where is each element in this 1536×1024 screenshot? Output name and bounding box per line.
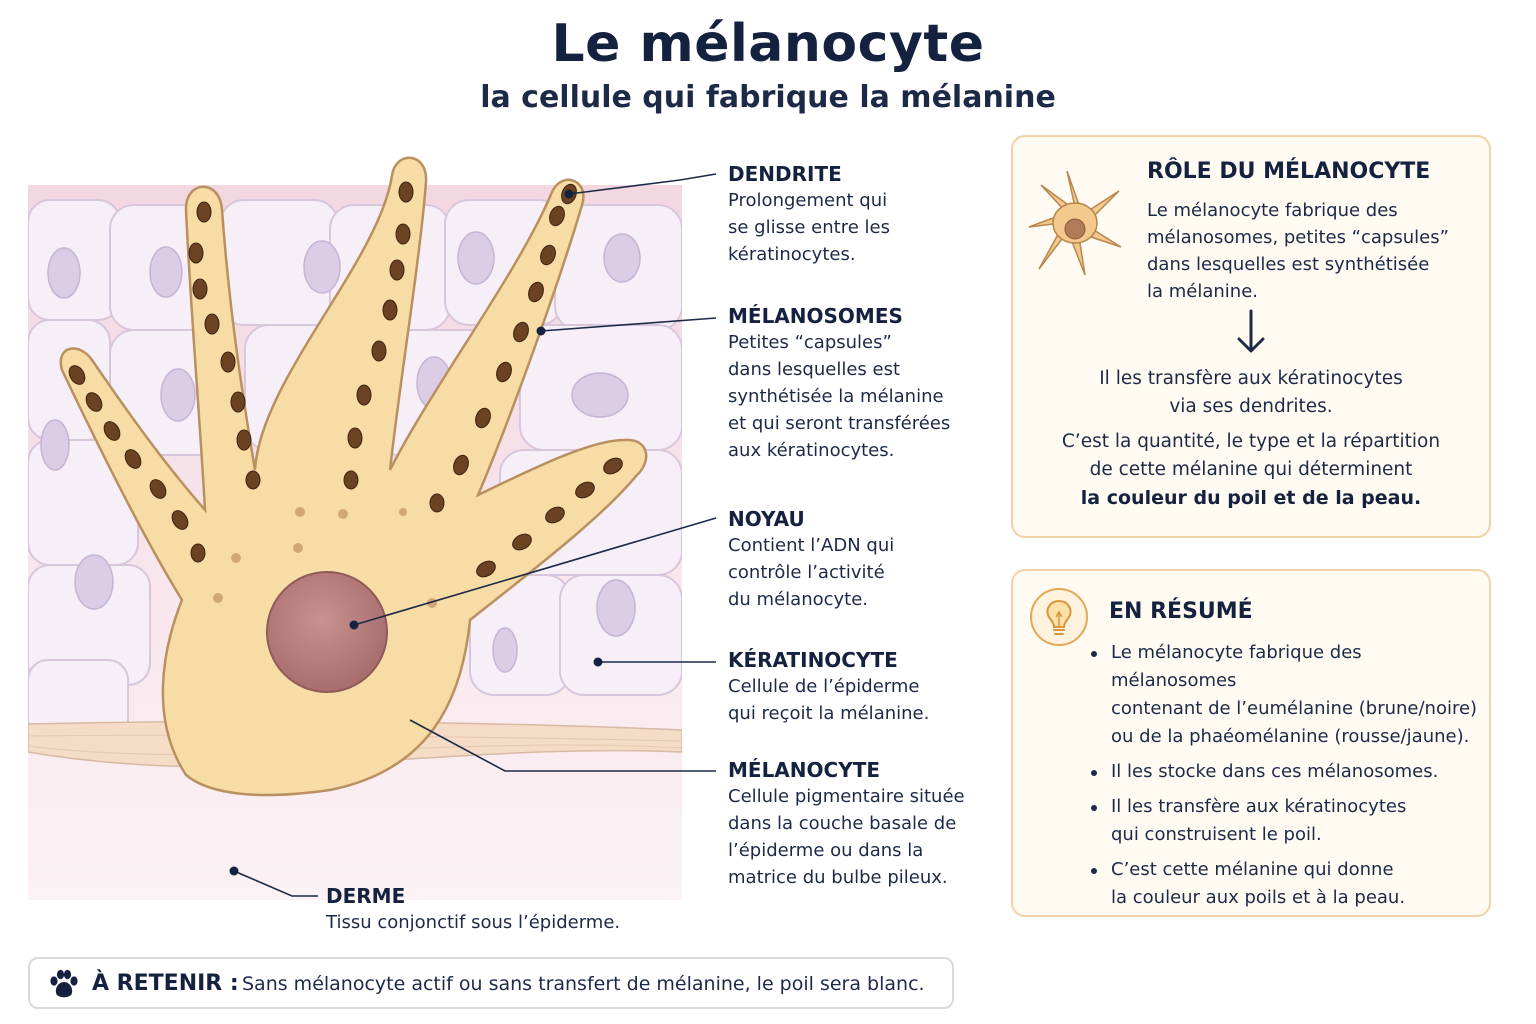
callout-keratinocyte-text: Cellule de l’épiderme qui reçoit la méla…	[728, 676, 930, 724]
callout-melanosomes-title: MÉLANOSOMES	[728, 304, 903, 328]
retenir-text: Sans mélanocyte actif ou sans transfert …	[242, 973, 925, 995]
role-conclusion: la couleur du poil et de la peau.	[1080, 487, 1422, 509]
callout-dendrite-title: DENDRITE	[728, 162, 842, 186]
summary-item: Il les transfère aux kératinocytes qui c…	[1091, 793, 1491, 849]
callout-dendrite: DENDRITE Prolongement qui se glisse entr…	[728, 161, 890, 268]
role-intro: Le mélanocyte fabrique des mélanosomes, …	[1147, 200, 1449, 302]
retenir-banner: À RETENIR : Sans mélanocyte actif ou san…	[28, 957, 954, 1009]
page-title: Le mélanocyte	[551, 14, 985, 74]
summary-item: C’est cette mélanine qui donne la couleu…	[1091, 856, 1491, 912]
role-quantity: C’est la quantité, le type et la réparti…	[1061, 431, 1441, 480]
callout-melanosomes: MÉLANOSOMES Petites “capsules” dans lesq…	[728, 303, 950, 464]
nucleus	[266, 571, 388, 693]
melanocyte-diagram	[28, 156, 717, 900]
callout-derme-title: DERME	[326, 884, 406, 908]
role-title: RÔLE DU MÉLANOCYTE	[1147, 159, 1431, 184]
role-transfer: Il les transfère aux kératinocytes via s…	[1099, 368, 1403, 417]
melanocyte-icon	[1028, 170, 1122, 276]
summary-item: Le mélanocyte fabrique des mélanosomes c…	[1091, 639, 1491, 751]
callout-melanocyte-text: Cellule pigmentaire située dans la couch…	[728, 786, 965, 888]
summary-list: Le mélanocyte fabrique des mélanosomes c…	[1091, 639, 1491, 919]
callout-noyau: NOYAU Contient l’ADN qui contrôle l’acti…	[728, 506, 894, 613]
arrow-down-icon	[1237, 309, 1265, 353]
callout-noyau-text: Contient l’ADN qui contrôle l’activité d…	[728, 535, 895, 610]
role-card: RÔLE DU MÉLANOCYTE Le mélanocyte fabriqu…	[1011, 135, 1491, 538]
callout-keratinocyte-title: KÉRATINOCYTE	[728, 648, 898, 672]
callout-melanosomes-text: Petites “capsules” dans lesquelles est s…	[728, 332, 951, 461]
callout-leader-lines	[233, 173, 717, 897]
callout-dendrite-text: Prolongement qui se glisse entre les kér…	[728, 190, 890, 265]
page-subtitle: la cellule qui fabrique la mélanine	[480, 80, 1056, 115]
callout-melanocyte: MÉLANOCYTE Cellule pigmentaire située da…	[728, 757, 965, 891]
callout-anchor-dots	[229, 189, 603, 876]
lightbulb-icon	[1030, 588, 1088, 646]
callout-keratinocyte: KÉRATINOCYTE Cellule de l’épiderme qui r…	[728, 647, 929, 727]
pigment-granules	[213, 507, 437, 608]
melanosomes	[68, 181, 623, 578]
keratinocyte-nuclei	[40, 231, 641, 673]
summary-item: Il les stocke dans ces mélanosomes.	[1091, 758, 1491, 786]
callout-derme-text: Tissu conjonctif sous l’épiderme.	[326, 912, 621, 933]
paw-icon	[50, 969, 78, 998]
retenir-label: À RETENIR :	[92, 971, 239, 996]
callout-derme: DERME Tissu conjonctif sous l’épiderme.	[326, 883, 620, 936]
callout-melanocyte-title: MÉLANOCYTE	[728, 758, 880, 782]
summary-card: EN RÉSUMÉ Le mélanocyte fabrique des mél…	[1011, 569, 1491, 917]
callout-noyau-title: NOYAU	[728, 507, 805, 531]
summary-title: EN RÉSUMÉ	[1109, 599, 1253, 624]
